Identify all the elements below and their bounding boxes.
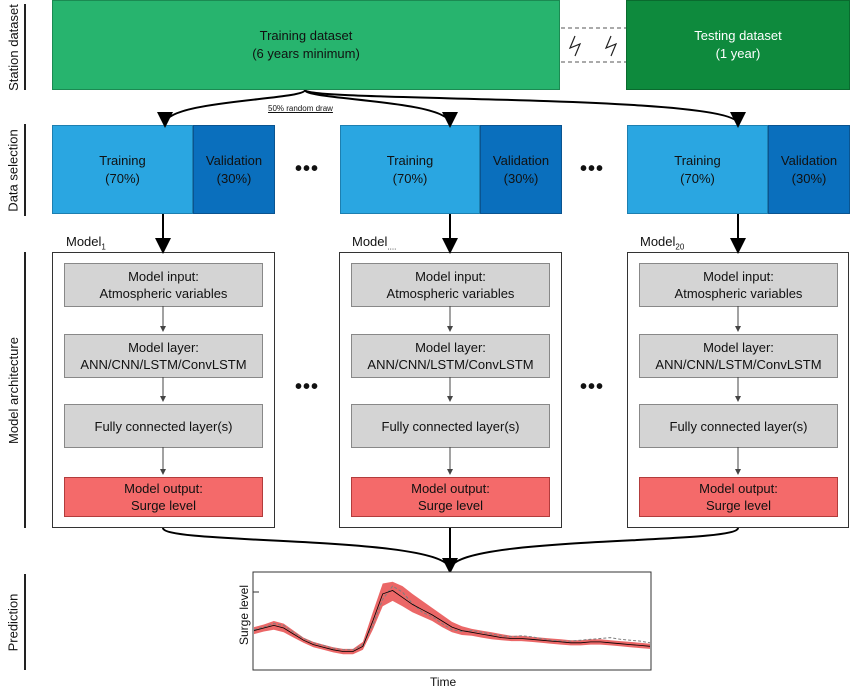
model-output-sub: Surge level: [417, 498, 484, 513]
random-draw-arrows: [157, 89, 746, 128]
training-dataset-subtitle: (6 years minimum): [252, 46, 360, 61]
fully-connected-label: Fully connected layer(s): [669, 418, 808, 434]
observed-surge-line: [253, 585, 651, 651]
model-input-sub: Atmospheric variables: [386, 286, 515, 301]
model-output-title: Model output:: [699, 481, 778, 496]
ensemble-mean-line: [253, 590, 651, 652]
row-divider-architecture: [24, 252, 26, 528]
selection-to-model-arrows: [155, 214, 746, 254]
selection-training-percent: (70%): [680, 170, 715, 186]
model-output-box: Model output: Surge level: [351, 477, 550, 517]
selection-training-percent: (70%): [105, 170, 140, 186]
random-draw-label: 50% random draw: [268, 104, 333, 113]
fully-connected-box: Fully connected layer(s): [64, 404, 263, 448]
selection-validation-box-1: Validation (30%): [193, 125, 275, 214]
row-divider-selection: [24, 124, 26, 216]
model-layer-title: Model layer:: [415, 340, 486, 355]
selection-validation-percent: (30%): [503, 170, 539, 186]
selection-training-label: Training: [386, 152, 434, 168]
selection-ellipsis-2: •••: [580, 158, 605, 180]
model-input-sub: Atmospheric variables: [99, 286, 228, 301]
model-name-3: Model20: [640, 234, 685, 252]
dataset-break-connector: [561, 27, 626, 63]
row-divider-station: [24, 4, 26, 90]
fully-connected-box: Fully connected layer(s): [639, 404, 838, 448]
model-layer-sub: ANN/CNN/LSTM/ConvLSTM: [367, 357, 534, 372]
time-xlabel: Time: [430, 675, 457, 689]
row-divider-prediction: [24, 574, 26, 670]
model-output-title: Model output:: [411, 481, 490, 496]
fully-connected-label: Fully connected layer(s): [94, 418, 233, 434]
selection-validation-box-2: Validation (30%): [480, 125, 562, 214]
model-layer-box: Model layer: ANN/CNN/LSTM/ConvLSTM: [351, 334, 550, 378]
architecture-internal-arrows: [160, 306, 741, 475]
selection-training-percent: (70%): [392, 170, 428, 186]
selection-training-box-3: Training (70%): [627, 125, 768, 214]
model-name-2: Model....: [352, 234, 397, 252]
selection-training-box-1: Training (70%): [52, 125, 193, 214]
prediction-chart-plot: [253, 581, 651, 655]
model-input-title: Model input:: [703, 269, 774, 284]
model-frame-2: Model input: Atmospheric variables Model…: [339, 252, 562, 528]
model-input-title: Model input:: [128, 269, 199, 284]
model-input-title: Model input:: [415, 269, 486, 284]
model-input-box: Model input: Atmospheric variables: [64, 263, 263, 307]
model-name-1: Model1: [66, 234, 106, 252]
model-input-box: Model input: Atmospheric variables: [351, 263, 550, 307]
prediction-chart-frame: [252, 571, 652, 671]
model-layer-box: Model layer: ANN/CNN/LSTM/ConvLSTM: [639, 334, 838, 378]
model-output-sub: Surge level: [705, 498, 772, 513]
selection-ellipsis-1: •••: [295, 158, 320, 180]
model-layer-box: Model layer: ANN/CNN/LSTM/ConvLSTM: [64, 334, 263, 378]
model-layer-sub: ANN/CNN/LSTM/ConvLSTM: [80, 357, 247, 372]
model-output-box: Model output: Surge level: [64, 477, 263, 517]
selection-training-box-2: Training (70%): [340, 125, 480, 214]
model-output-box: Model output: Surge level: [639, 477, 838, 517]
model-layer-sub: ANN/CNN/LSTM/ConvLSTM: [655, 357, 822, 372]
selection-validation-label: Validation: [780, 152, 838, 168]
selection-validation-label: Validation: [492, 152, 550, 168]
selection-training-label: Training: [674, 152, 721, 168]
model-output-sub: Surge level: [130, 498, 197, 513]
model-layer-title: Model layer:: [128, 340, 199, 355]
selection-validation-box-3: Validation (30%): [768, 125, 850, 214]
architecture-ellipsis-2: •••: [580, 376, 605, 398]
model-output-title: Model output:: [124, 481, 203, 496]
architecture-ellipsis-1: •••: [295, 376, 320, 398]
model-input-sub: Atmospheric variables: [674, 286, 803, 301]
selection-training-label: Training: [99, 152, 146, 168]
testing-dataset-subtitle: (1 year): [715, 46, 761, 61]
fully-connected-label: Fully connected layer(s): [381, 418, 520, 434]
testing-dataset-title: Testing dataset: [694, 28, 782, 43]
model-layer-title: Model layer:: [703, 340, 774, 355]
selection-validation-percent: (30%): [791, 170, 827, 186]
selection-validation-percent: (30%): [216, 170, 252, 186]
selection-validation-label: Validation: [205, 152, 263, 168]
merge-to-prediction-arrows: [162, 527, 739, 574]
training-dataset-box: Training dataset (6 years minimum): [52, 0, 560, 90]
training-dataset-title: Training dataset: [259, 28, 353, 43]
